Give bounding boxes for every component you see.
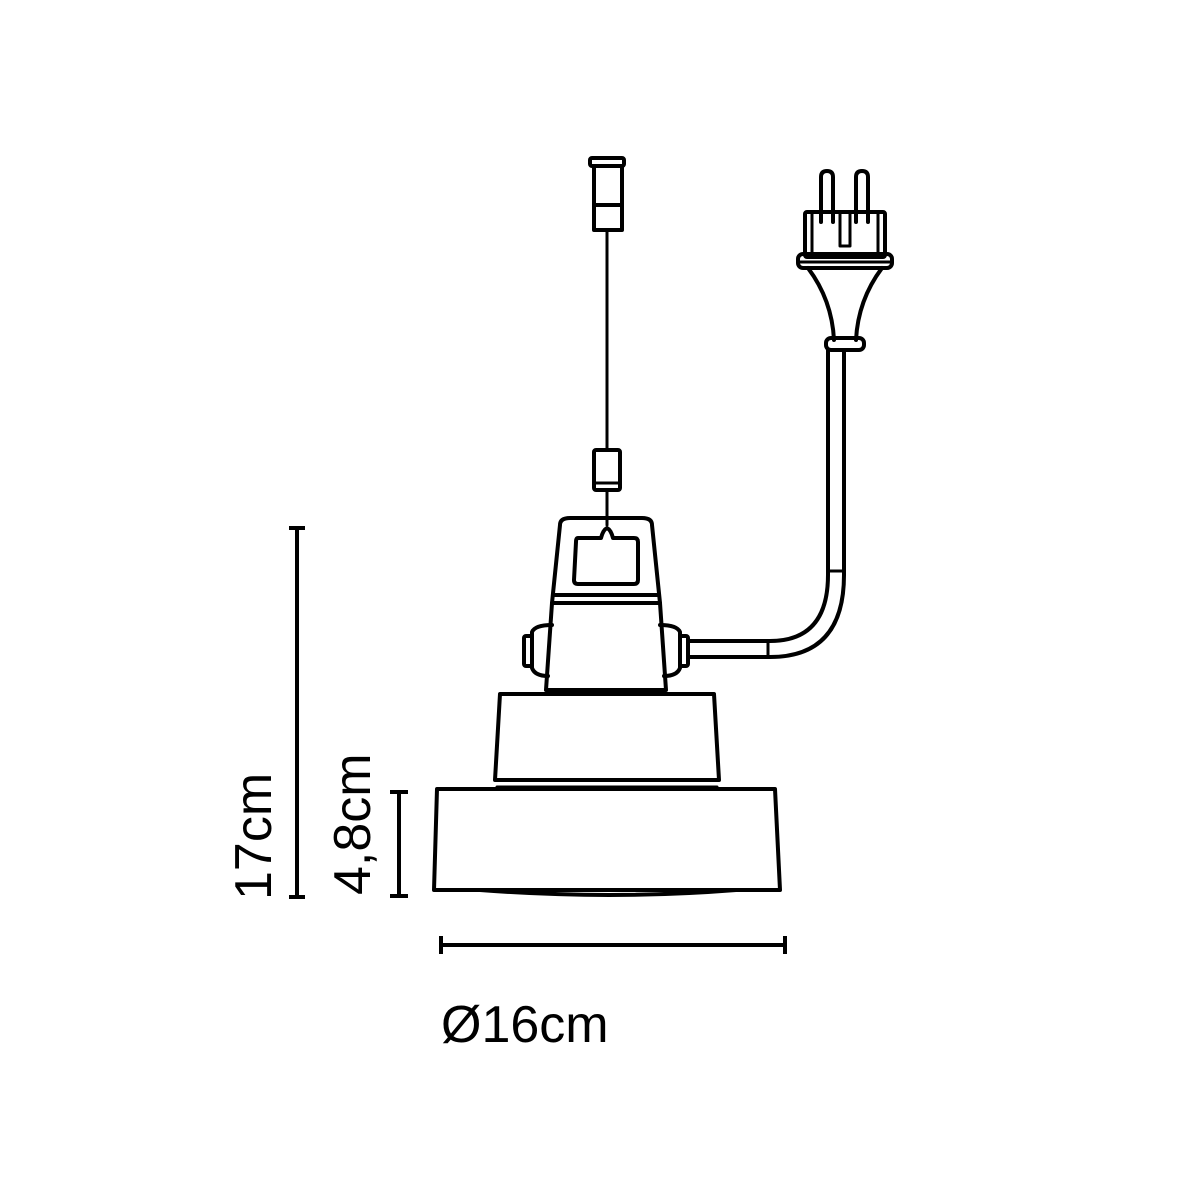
shade-lower [432, 787, 782, 897]
plug [796, 169, 894, 352]
lamp-head [522, 516, 690, 696]
ceiling-hook [588, 156, 626, 232]
cable-clamp [592, 448, 622, 492]
power-cord [686, 348, 846, 659]
total-height-label: 17cm [225, 773, 283, 900]
dimension-shade-height: 4,8cm [324, 753, 408, 898]
shade-height-label: 4,8cm [324, 753, 382, 895]
dimension-total-height: 17cm [225, 526, 305, 900]
shade-upper [493, 692, 721, 789]
dimension-diameter: Ø16cm [439, 936, 787, 1054]
diameter-label: Ø16cm [441, 996, 609, 1054]
